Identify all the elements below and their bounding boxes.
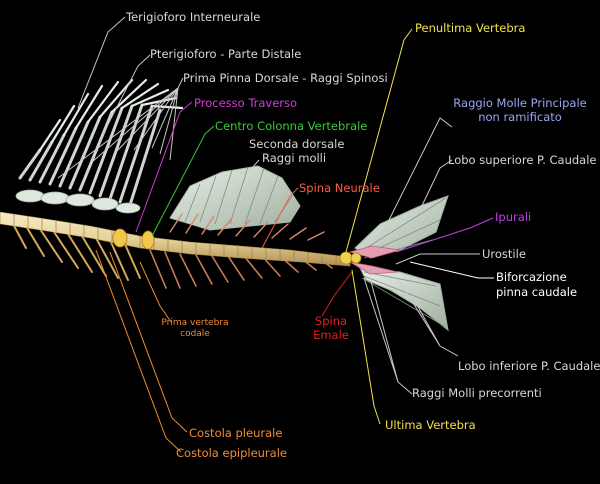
label-raggi-molli-precorrenti: Raggi Molli precorrenti — [412, 386, 542, 400]
label-biforcazione: Biforcazione — [496, 270, 567, 284]
anterior-dorsal-elements — [15, 189, 141, 214]
second-dorsal-fin — [169, 165, 301, 231]
neural-spines — [169, 213, 325, 241]
caudal-fin — [339, 195, 449, 332]
label-spina: Spina — [314, 314, 348, 328]
label-seconda-dorsale: Seconda dorsale — [249, 137, 345, 151]
label-costola-pleurale: Costola pleurale — [189, 426, 283, 440]
label-emale: Emale — [313, 328, 349, 342]
label-raggio-molle-principale: Raggio Molle Principale — [453, 96, 587, 110]
pterigiophores — [18, 103, 162, 207]
label-ultima-vertebra: Ultima Vertebra — [385, 418, 476, 432]
label-pinna-caudale: pinna caudale — [496, 285, 578, 299]
label-urostile: Urostile — [482, 247, 526, 261]
label-ipurali: Ipurali — [495, 210, 532, 224]
label-prima-vertebra: Prima vertebra — [161, 318, 229, 328]
label-centro-colonna-vertebrale: Centro Colonna Vertebrale — [215, 119, 368, 133]
vertebral-column — [0, 211, 351, 267]
label-costola-epipleurale: Costola epipleurale — [176, 446, 287, 460]
label-lobo-superiore: Lobo superiore P. Caudale — [448, 153, 597, 167]
label-raggi-molli: Raggi molli — [262, 151, 327, 165]
label-spina-neurale: Spina Neurale — [299, 181, 380, 195]
leader-lines — [57, 16, 494, 453]
label-pterigioforo-distale: Pterigioforo - Parte Distale — [150, 47, 302, 61]
label-codale: codale — [180, 329, 210, 339]
label-processo-traverso: Processo Traverso — [194, 96, 298, 110]
label-penultima-vertebra: Penultima Vertebra — [415, 21, 526, 35]
label-non-ramificato: non ramificato — [478, 110, 562, 124]
label-prima-pinna-dorsale: Prima Pinna Dorsale - Raggi Spinosi — [183, 71, 388, 85]
ribs — [11, 221, 141, 281]
label-lobo-inferiore: Lobo inferiore P. Caudale — [458, 359, 600, 373]
label-terigioforo-interneurale: Terigioforo Interneurale — [126, 10, 261, 24]
